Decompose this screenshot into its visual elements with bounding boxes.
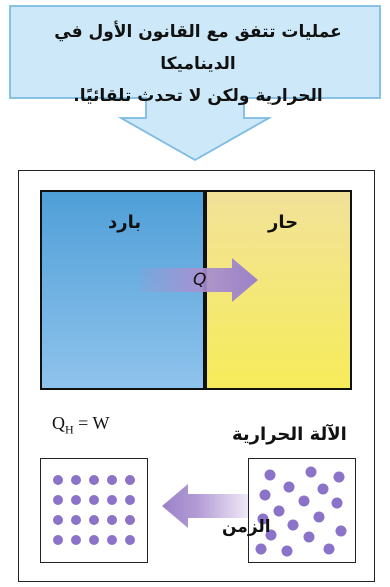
cold-label: بارد	[108, 212, 141, 233]
ordered-particles	[41, 459, 149, 564]
heat-engine-label: الآلة الحرارية	[232, 424, 347, 445]
hot-label: حار	[268, 212, 298, 233]
equation-rest: = W	[74, 413, 110, 433]
equation-subscript: H	[65, 423, 74, 437]
random-particles	[249, 459, 357, 564]
equation-q: Q	[52, 413, 65, 433]
callout-line-2: الحرارية ولكن لا تحدث تلقائيًا.	[28, 80, 368, 112]
callout-line-1: عمليات تتفق مع القانون الأول في الدينامي…	[28, 16, 368, 80]
engine-equation: QH = W	[52, 413, 110, 438]
callout-text: عمليات تتفق مع القانون الأول في الدينامي…	[28, 16, 368, 112]
time-label: الزمن	[222, 517, 271, 537]
random-particles-box	[248, 458, 356, 563]
ordered-particles-box	[40, 458, 148, 563]
heat-q-label: Q	[193, 270, 206, 290]
